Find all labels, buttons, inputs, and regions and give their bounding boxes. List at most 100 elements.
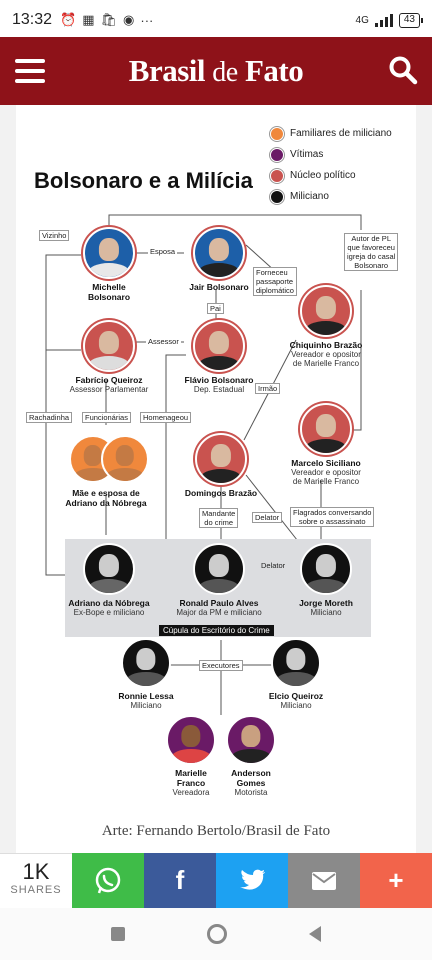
- person-anderson: Anderson Gomes Motorista: [196, 715, 306, 797]
- signal-icon: [374, 13, 393, 27]
- label-rachadinha: Rachadinha: [26, 412, 73, 423]
- legend-dot: [270, 147, 284, 162]
- label-autor-pl: Autor de PL que favoreceu igreja do casa…: [344, 233, 399, 271]
- email-share-button[interactable]: [288, 853, 360, 908]
- label-homenageou: Homenageou: [140, 412, 192, 423]
- grid-icon: ▦: [82, 12, 95, 27]
- facebook-icon: f: [175, 865, 185, 895]
- twitter-icon: [240, 869, 265, 890]
- role-fabricio: Assessor Parlamentar: [69, 385, 149, 394]
- photo-mae-esposa: [51, 435, 161, 485]
- legend-label: Miliciano: [290, 191, 329, 202]
- status-time: 13:32: [12, 11, 53, 28]
- photo-anderson: [226, 715, 276, 765]
- label-delator-2: Delator: [261, 561, 286, 570]
- person-elcio: Elcio Queiroz Miliciano: [241, 638, 351, 710]
- name-mae-esposa: Mãe e esposa de Adriano da Nóbrega: [65, 488, 147, 508]
- legend-dot: [270, 189, 284, 204]
- person-adriano: Adriano da Nóbrega Ex-Bope e miliciano: [54, 543, 164, 617]
- name-domingos: Domingos Brazão: [184, 488, 258, 498]
- role-anderson: Motorista: [234, 788, 268, 797]
- site-header: Brasil de Fato: [0, 37, 432, 105]
- twitter-share-button[interactable]: [216, 853, 288, 908]
- alarm-icon: ⏰: [60, 12, 77, 27]
- label-executores: Executores: [199, 660, 243, 671]
- legend-label: Vítimas: [290, 149, 324, 160]
- page-margin-left: [0, 105, 16, 853]
- photo-jorge: [300, 543, 352, 595]
- bag-icon: 🛍: [100, 12, 118, 27]
- network-type: 4G: [355, 14, 369, 26]
- whatsapp-share-button[interactable]: [72, 853, 144, 908]
- system-nav-bar: [0, 908, 432, 960]
- person-mae-esposa: Mãe e esposa de Adriano da Nóbrega: [51, 435, 161, 508]
- infographic-title: Bolsonaro e a Milícia: [34, 168, 253, 193]
- name-adriano: Adriano da Nóbrega: [68, 598, 150, 608]
- label-forneceu: Forneceu passaporte diplomático: [253, 267, 297, 296]
- label-cupula: Cúpula do Escritório do Crime: [159, 625, 274, 636]
- name-michelle: Michelle Bolsonaro: [87, 282, 131, 302]
- role-marielle: Vereadora: [172, 788, 210, 797]
- role-flavio: Dep. Estadual: [193, 385, 245, 394]
- person-chiquinho: Chiquinho Brazão Vereador e opositor de …: [271, 285, 381, 368]
- name-marielle: Marielle Franco: [175, 768, 207, 788]
- legend-dot: [270, 126, 284, 141]
- photo-elcio: [271, 638, 321, 688]
- role-ronnie: Miliciano: [130, 701, 162, 710]
- photo-adriano: [83, 543, 135, 595]
- battery-icon: 43: [398, 12, 424, 28]
- legend-label: Familiares de miliciano: [290, 128, 392, 139]
- person-michelle: Michelle Bolsonaro: [54, 227, 164, 302]
- search-icon[interactable]: [388, 55, 418, 85]
- share-bar: 1K SHARES f +: [0, 853, 432, 908]
- name-fabricio: Fabrício Queiroz: [75, 375, 143, 385]
- facebook-share-button[interactable]: f: [144, 853, 216, 908]
- label-delator-1: Delator: [252, 512, 283, 523]
- label-pai: Pai: [207, 303, 224, 314]
- more-share-button[interactable]: +: [360, 853, 432, 908]
- photo-flavio: [193, 320, 245, 372]
- back-button[interactable]: [309, 926, 321, 942]
- home-button[interactable]: [207, 924, 227, 944]
- name-jair: Jair Bolsonaro: [189, 282, 249, 292]
- logo-de: de: [212, 57, 238, 88]
- person-ronald: Ronald Paulo Alves Major da PM e milicia…: [164, 543, 274, 617]
- label-assessor: Assessor: [146, 337, 181, 346]
- share-count: 1K SHARES: [0, 853, 72, 908]
- app-icon: ◉: [123, 12, 135, 27]
- person-ronnie: Ronnie Lessa Miliciano: [91, 638, 201, 710]
- role-chiquinho: Vereador e opositor de Marielle Franco: [291, 350, 361, 368]
- share-count-label: SHARES: [10, 884, 62, 896]
- whatsapp-icon: [95, 867, 121, 893]
- label-funcionarias: Funcionárias: [82, 412, 131, 423]
- recents-button[interactable]: [111, 927, 125, 941]
- label-vizinho: Vizinho: [39, 230, 70, 241]
- image-credit: Arte: Fernando Bertolo/Brasil de Fato: [101, 823, 331, 839]
- photo-ronald: [193, 543, 245, 595]
- photo-domingos: [195, 433, 247, 485]
- legend-item-nucleo: Núcleo político: [270, 165, 392, 186]
- person-flavio: Flávio Bolsonaro Dep. Estadual: [164, 320, 274, 394]
- infographic: Bolsonaro e a Milícia Familiares de mili…: [16, 105, 416, 815]
- photo-jair: [193, 227, 245, 279]
- more-notifications-icon: ···: [140, 12, 154, 28]
- plus-icon: +: [388, 865, 404, 895]
- name-elcio: Elcio Queiroz: [268, 691, 324, 701]
- menu-icon[interactable]: [15, 59, 45, 83]
- article-content: Bolsonaro e a Milícia Familiares de mili…: [16, 105, 416, 853]
- legend-item-familiares: Familiares de miliciano: [270, 123, 392, 144]
- role-elcio: Miliciano: [280, 701, 312, 710]
- site-logo[interactable]: Brasil de Fato: [0, 53, 432, 89]
- legend-item-vitimas: Vítimas: [270, 144, 392, 165]
- logo-brasil: Brasil: [128, 53, 206, 88]
- name-anderson: Anderson Gomes: [231, 768, 271, 788]
- role-jorge: Miliciano: [310, 608, 342, 617]
- person-marcelo: Marcelo Siciliano Vereador e opositor de…: [271, 403, 381, 486]
- person-marielle: Marielle Franco Vereadora: [136, 715, 246, 797]
- name-marcelo: Marcelo Siciliano: [291, 458, 361, 468]
- photo-ronnie: [121, 638, 171, 688]
- label-esposa: Esposa: [148, 247, 178, 256]
- photo-fabricio: [83, 320, 135, 372]
- role-ronald: Major da PM e miliciano: [176, 608, 262, 617]
- share-count-number: 1K: [22, 859, 50, 884]
